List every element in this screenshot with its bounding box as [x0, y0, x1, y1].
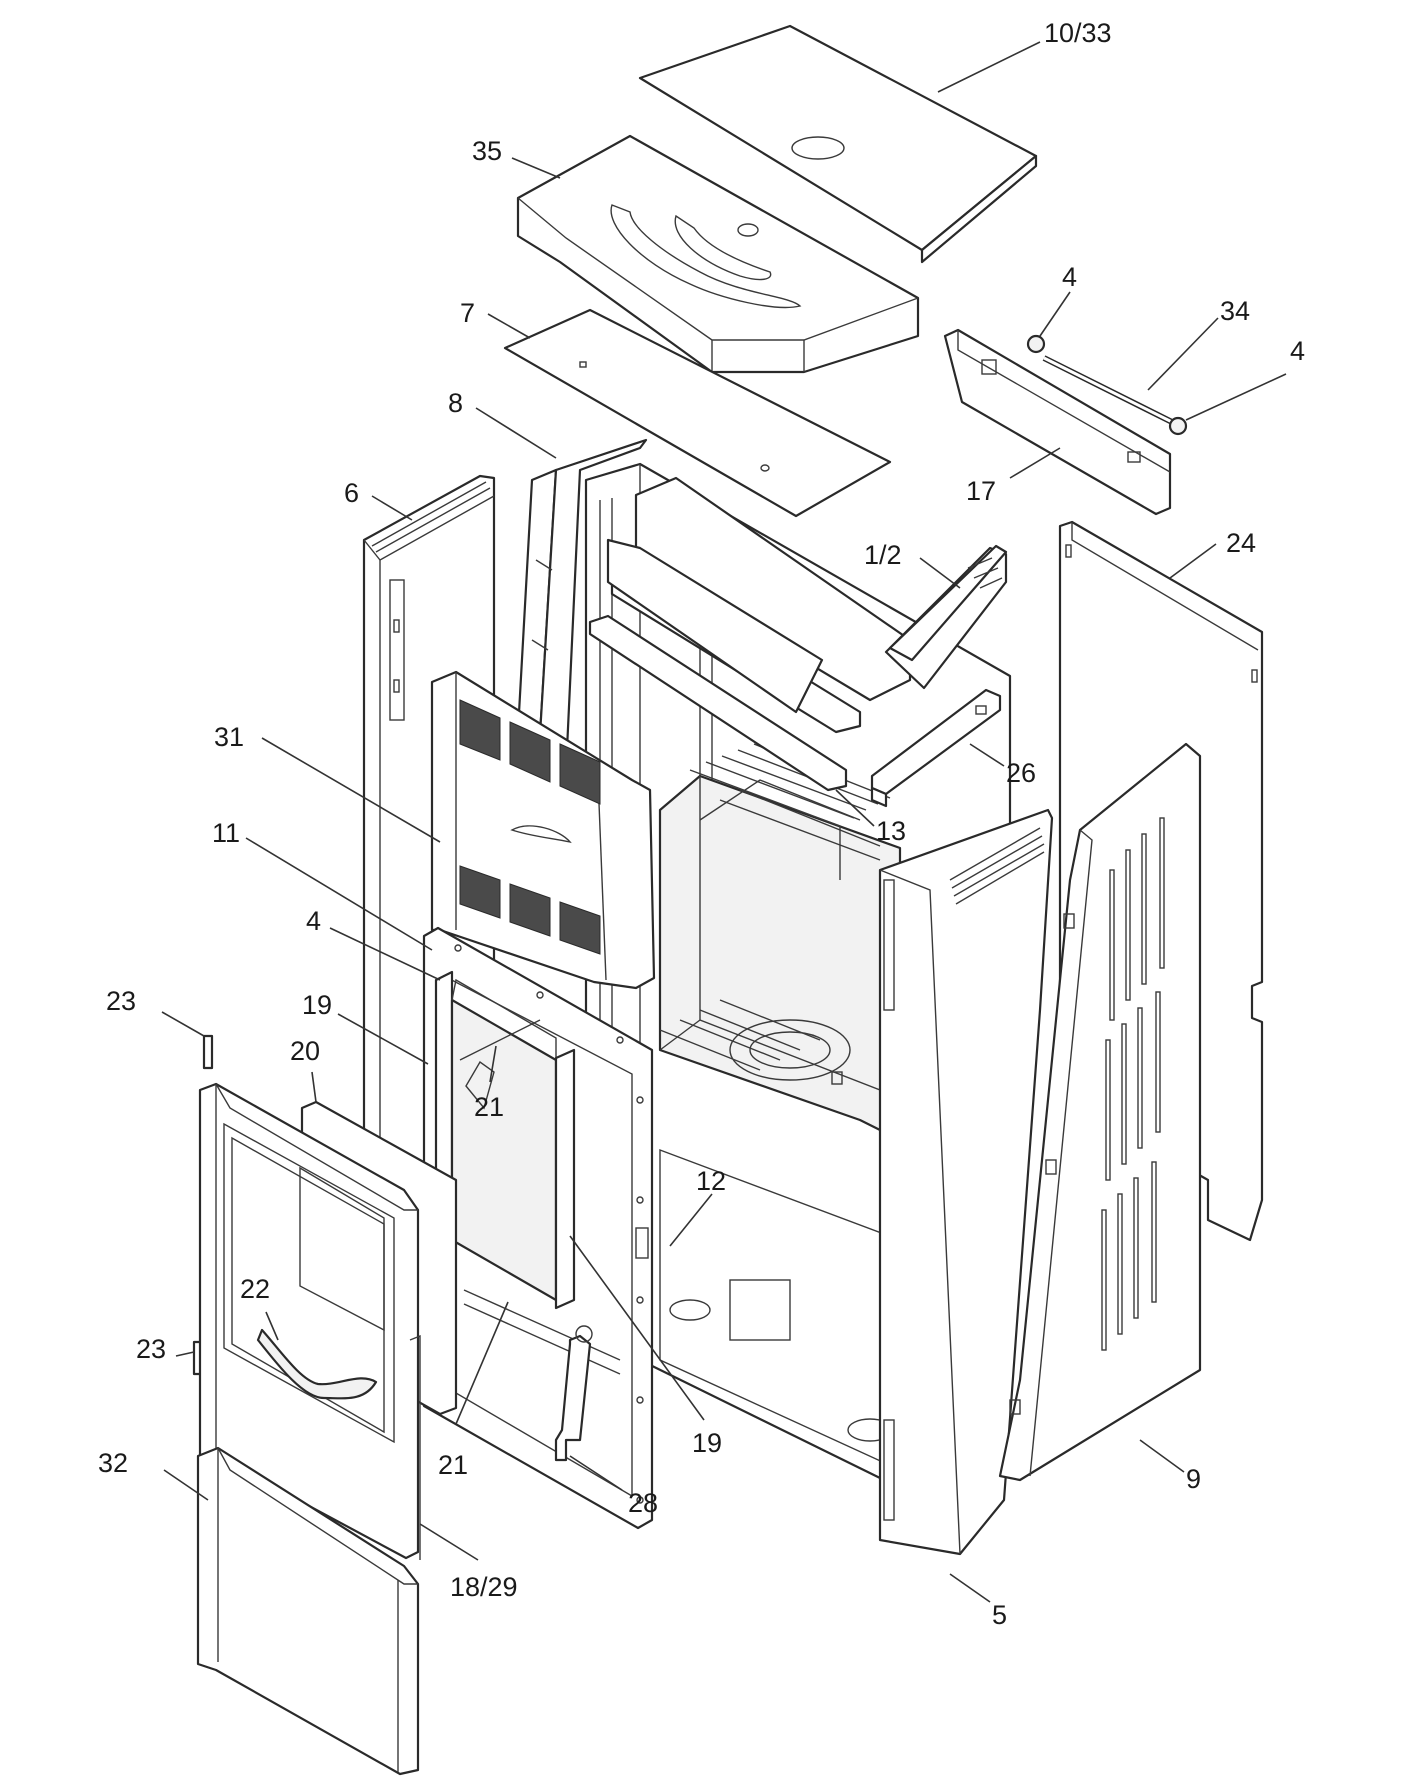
- callout-28: 28: [628, 1488, 658, 1518]
- front-rail-part: [588, 538, 862, 792]
- door-part: [198, 1082, 421, 1560]
- callout-4-top-a: 4: [1062, 262, 1077, 292]
- callout-20: 20: [290, 1036, 320, 1066]
- callout-19-left: 19: [302, 990, 332, 1020]
- callout-17: 17: [966, 476, 996, 506]
- leader-28: [569, 1455, 623, 1491]
- hopper-cover-part: [634, 476, 1008, 702]
- leader-13: [835, 789, 875, 827]
- callout-23-low: 23: [136, 1334, 166, 1364]
- leader-22: [265, 1311, 279, 1341]
- leader-lines: [161, 41, 1287, 1603]
- vent-grid: [459, 699, 601, 955]
- leader-6: [371, 495, 413, 521]
- leader-21-top: [489, 1045, 497, 1083]
- right-front-panel-part: [878, 808, 1054, 1556]
- leader-5: [949, 1573, 991, 1603]
- callout-4-mid: 4: [306, 906, 321, 936]
- callout-23-top: 23: [106, 986, 136, 1016]
- top-cover-part: [638, 24, 1038, 264]
- callout-24: 24: [1226, 528, 1256, 558]
- callout-10-33: 10/33: [1044, 18, 1112, 48]
- door-handle-part: [256, 1328, 378, 1400]
- callout-labels: 10/33 35 4 34 4 7 8 17 6 1/2 24 31 26 11…: [98, 18, 1305, 1630]
- leader-35: [511, 157, 561, 179]
- callout-5: 5: [992, 1600, 1007, 1630]
- callout-4-top-b: 4: [1290, 336, 1305, 366]
- baffle-plate-part: [503, 308, 892, 518]
- leader-4-mid: [329, 927, 441, 981]
- callout-8: 8: [448, 388, 463, 418]
- callout-7: 7: [460, 298, 475, 328]
- callout-31: 31: [214, 722, 244, 752]
- knob-part-b: [1168, 416, 1188, 436]
- leader-10-33: [937, 41, 1041, 93]
- leader-23-low: [175, 1351, 195, 1357]
- callout-12: 12: [696, 1166, 726, 1196]
- callout-35: 35: [472, 136, 502, 166]
- callout-1-2: 1/2: [864, 540, 902, 570]
- callout-6: 6: [344, 478, 359, 508]
- leader-19-left: [337, 1013, 429, 1065]
- leader-23-top: [161, 1011, 205, 1037]
- leader-7: [487, 313, 531, 339]
- rod-part: [1042, 355, 1178, 427]
- leader-26: [969, 743, 1005, 767]
- leader-19-right: [569, 1235, 705, 1421]
- leader-21-low: [455, 1301, 509, 1425]
- callout-34: 34: [1220, 296, 1250, 326]
- right-side-cover-part: [998, 742, 1202, 1482]
- leader-4-top-a: [1039, 291, 1071, 337]
- callout-26: 26: [1006, 758, 1036, 788]
- side-bracket-part: [870, 688, 1002, 808]
- callout-22: 22: [240, 1274, 270, 1304]
- top-plate-part: [516, 134, 920, 374]
- leader-8: [475, 407, 557, 459]
- leader-32: [163, 1469, 209, 1501]
- leader-18-29: [419, 1523, 479, 1561]
- pin-part-top: [202, 1034, 214, 1070]
- leader-20: [311, 1071, 317, 1103]
- leader-24: [1169, 543, 1217, 579]
- leader-1-2: [919, 557, 961, 589]
- callout-9: 9: [1186, 1464, 1201, 1494]
- callout-19-right: 19: [692, 1428, 722, 1458]
- rear-bracket-part: [943, 328, 1172, 516]
- leader-9: [1139, 1439, 1185, 1473]
- front-grille-part: [430, 670, 656, 990]
- lifter-handle-part: [554, 1325, 593, 1462]
- knob-part-a: [1026, 334, 1046, 354]
- callout-11: 11: [212, 818, 240, 848]
- leader-31: [261, 737, 441, 843]
- leader-34: [1147, 317, 1219, 391]
- callout-21-top: 21: [474, 1092, 504, 1122]
- leader-12: [669, 1193, 713, 1247]
- callout-13: 13: [876, 816, 906, 846]
- callout-18-29: 18/29: [450, 1572, 518, 1602]
- lower-cover-part: [196, 1446, 420, 1776]
- leader-17: [1009, 447, 1061, 479]
- callout-32: 32: [98, 1448, 128, 1478]
- callout-21-low: 21: [438, 1450, 468, 1480]
- leader-11: [245, 837, 433, 951]
- leader-4-top-b: [1185, 373, 1287, 421]
